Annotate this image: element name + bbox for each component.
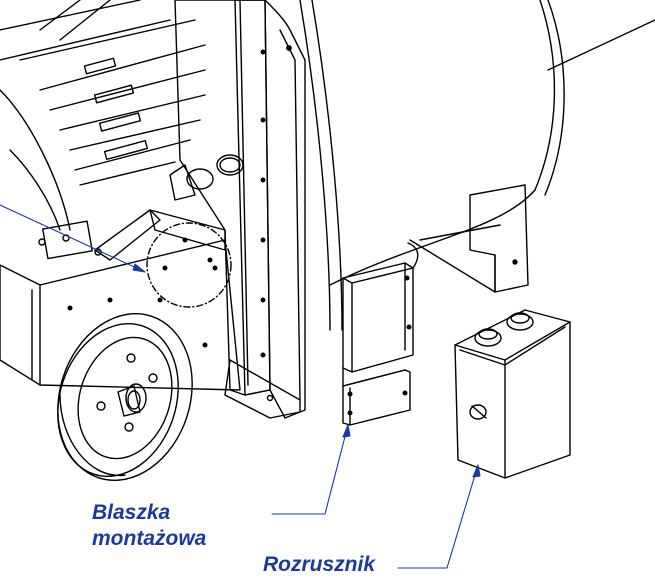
frame-side-plate <box>0 209 241 391</box>
mounting-plate-label-line2: montażowa <box>92 527 207 550</box>
transport-wheel <box>57 313 193 481</box>
mounting-plate <box>342 242 419 426</box>
vertical-frame-post <box>169 0 306 419</box>
leader-inspection-cover <box>0 204 146 273</box>
mounting-plate-label: Blaszka montażowa <box>92 500 206 552</box>
mounting-plate-label-line1: Blaszka <box>92 501 171 524</box>
fan-drum <box>299 0 655 331</box>
starter-box <box>454 309 571 479</box>
electric-motor <box>0 0 206 231</box>
starter-label: Rozrusznik <box>263 553 376 576</box>
leader-lines <box>0 204 481 569</box>
leader-starter <box>397 464 479 569</box>
leader-mounting-plate <box>271 424 349 515</box>
leader-arrowhead <box>132 263 146 273</box>
